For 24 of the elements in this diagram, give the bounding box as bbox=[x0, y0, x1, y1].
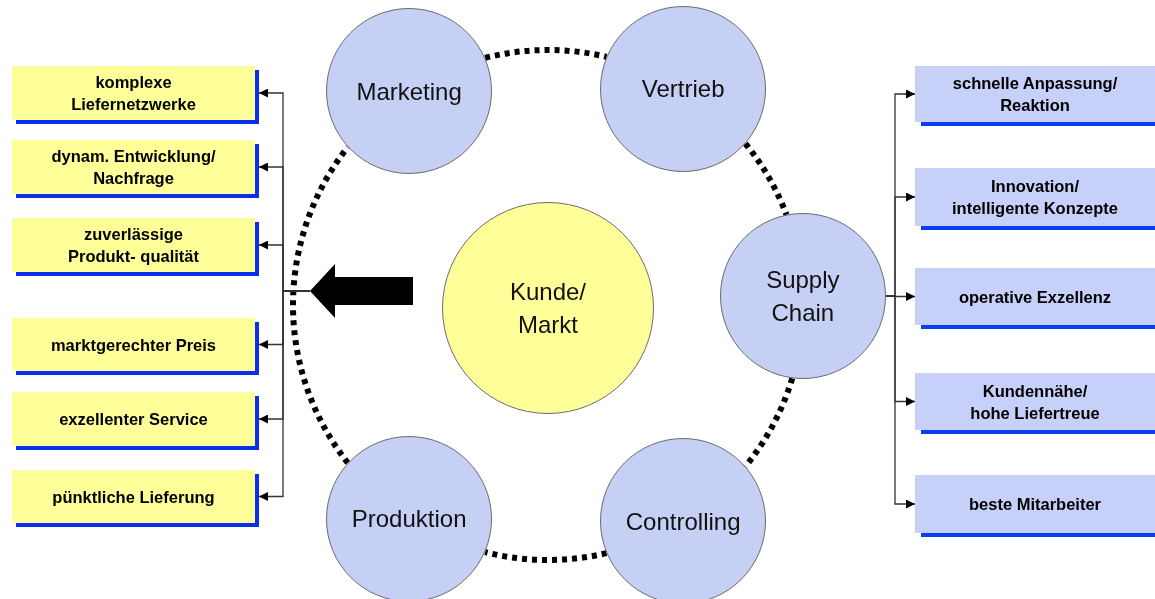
node-label: Kundennähe/ hohe Liefertreue bbox=[969, 380, 1101, 424]
node-label: marktgerechter Preis bbox=[50, 334, 217, 356]
node-label: Vertrieb bbox=[641, 74, 725, 105]
node-label: zuverlässige Produkt- qualität bbox=[66, 224, 201, 267]
connector-arrow bbox=[885, 295, 916, 509]
node-label: exzellenter Service bbox=[59, 409, 208, 430]
node-label: pünktliche Lieferung bbox=[52, 486, 215, 508]
node-label: Controlling bbox=[625, 506, 741, 537]
dotted-arc bbox=[484, 549, 608, 563]
dotted-arc bbox=[290, 145, 351, 465]
block-arrow bbox=[310, 264, 413, 318]
node-label: Innovation/ intelligente Konzepte bbox=[951, 176, 1119, 219]
node-label: schnelle Anpassung/ Reaktion bbox=[951, 73, 1119, 116]
node-label: komplexe Liefernetzwerke bbox=[70, 72, 197, 115]
node-label: Produktion bbox=[351, 504, 467, 535]
node-label: Supply Chain bbox=[765, 265, 841, 329]
connector-arrow bbox=[258, 290, 311, 501]
node-label: operative Exzellenz bbox=[958, 286, 1112, 308]
node-label: Kunde/ Markt bbox=[508, 277, 588, 340]
node-label: beste Mitarbeiter bbox=[968, 494, 1101, 515]
dotted-arc bbox=[743, 141, 790, 216]
node-label: Marketing bbox=[356, 76, 462, 107]
dotted-arc bbox=[484, 47, 608, 61]
node-label: dynam. Entwicklung/ Nachfrage bbox=[50, 146, 217, 189]
